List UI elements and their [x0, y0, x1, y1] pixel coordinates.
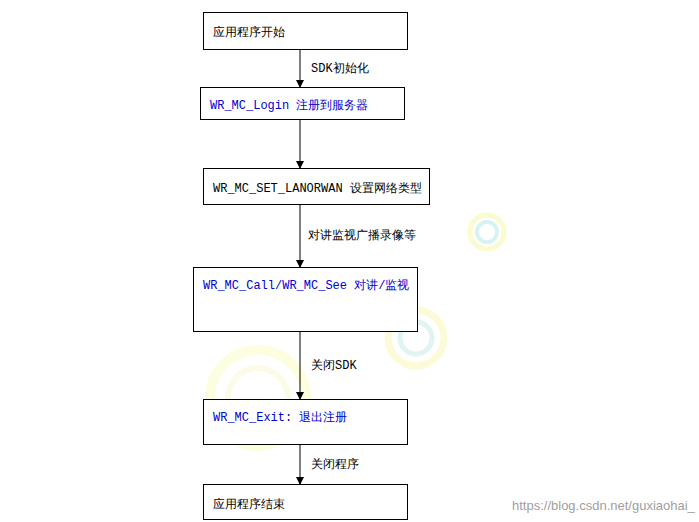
box-text: WR_MC_Login 注册到服务器	[210, 98, 368, 114]
flow-arrow	[300, 332, 301, 399]
process-box: 应用程序开始	[203, 12, 408, 50]
process-box: WR_MC_Exit: 退出注册	[203, 399, 408, 445]
edge-label: SDK初始化	[309, 62, 371, 76]
flow-arrow	[300, 50, 301, 87]
box-text: WR_MC_SET_LANORWAN 设置网络类型	[213, 181, 422, 197]
deco-ring	[477, 222, 497, 242]
process-box: WR_MC_Login 注册到服务器	[200, 87, 405, 120]
process-box: WR_MC_Call/WR_MC_See 对讲/监视	[193, 267, 418, 332]
watermark: https://blog.csdn.net/guxiaohai_	[512, 498, 695, 513]
process-box: WR_MC_SET_LANORWAN 设置网络类型	[203, 168, 430, 205]
edge-label: 关闭程序	[309, 458, 361, 472]
deco-ring	[470, 215, 504, 249]
flow-arrow	[300, 120, 301, 168]
box-text: 应用程序结束	[213, 497, 285, 513]
box-text: 应用程序开始	[213, 25, 285, 41]
edge-label: 对讲监视广播录像等	[306, 229, 418, 243]
flow-arrow	[300, 205, 301, 267]
edge-label: 关闭SDK	[309, 359, 359, 373]
box-text: WR_MC_Call/WR_MC_See 对讲/监视	[203, 278, 409, 294]
process-box: 应用程序结束	[203, 484, 408, 520]
box-text: WR_MC_Exit: 退出注册	[213, 410, 347, 426]
flow-arrow	[300, 445, 301, 484]
